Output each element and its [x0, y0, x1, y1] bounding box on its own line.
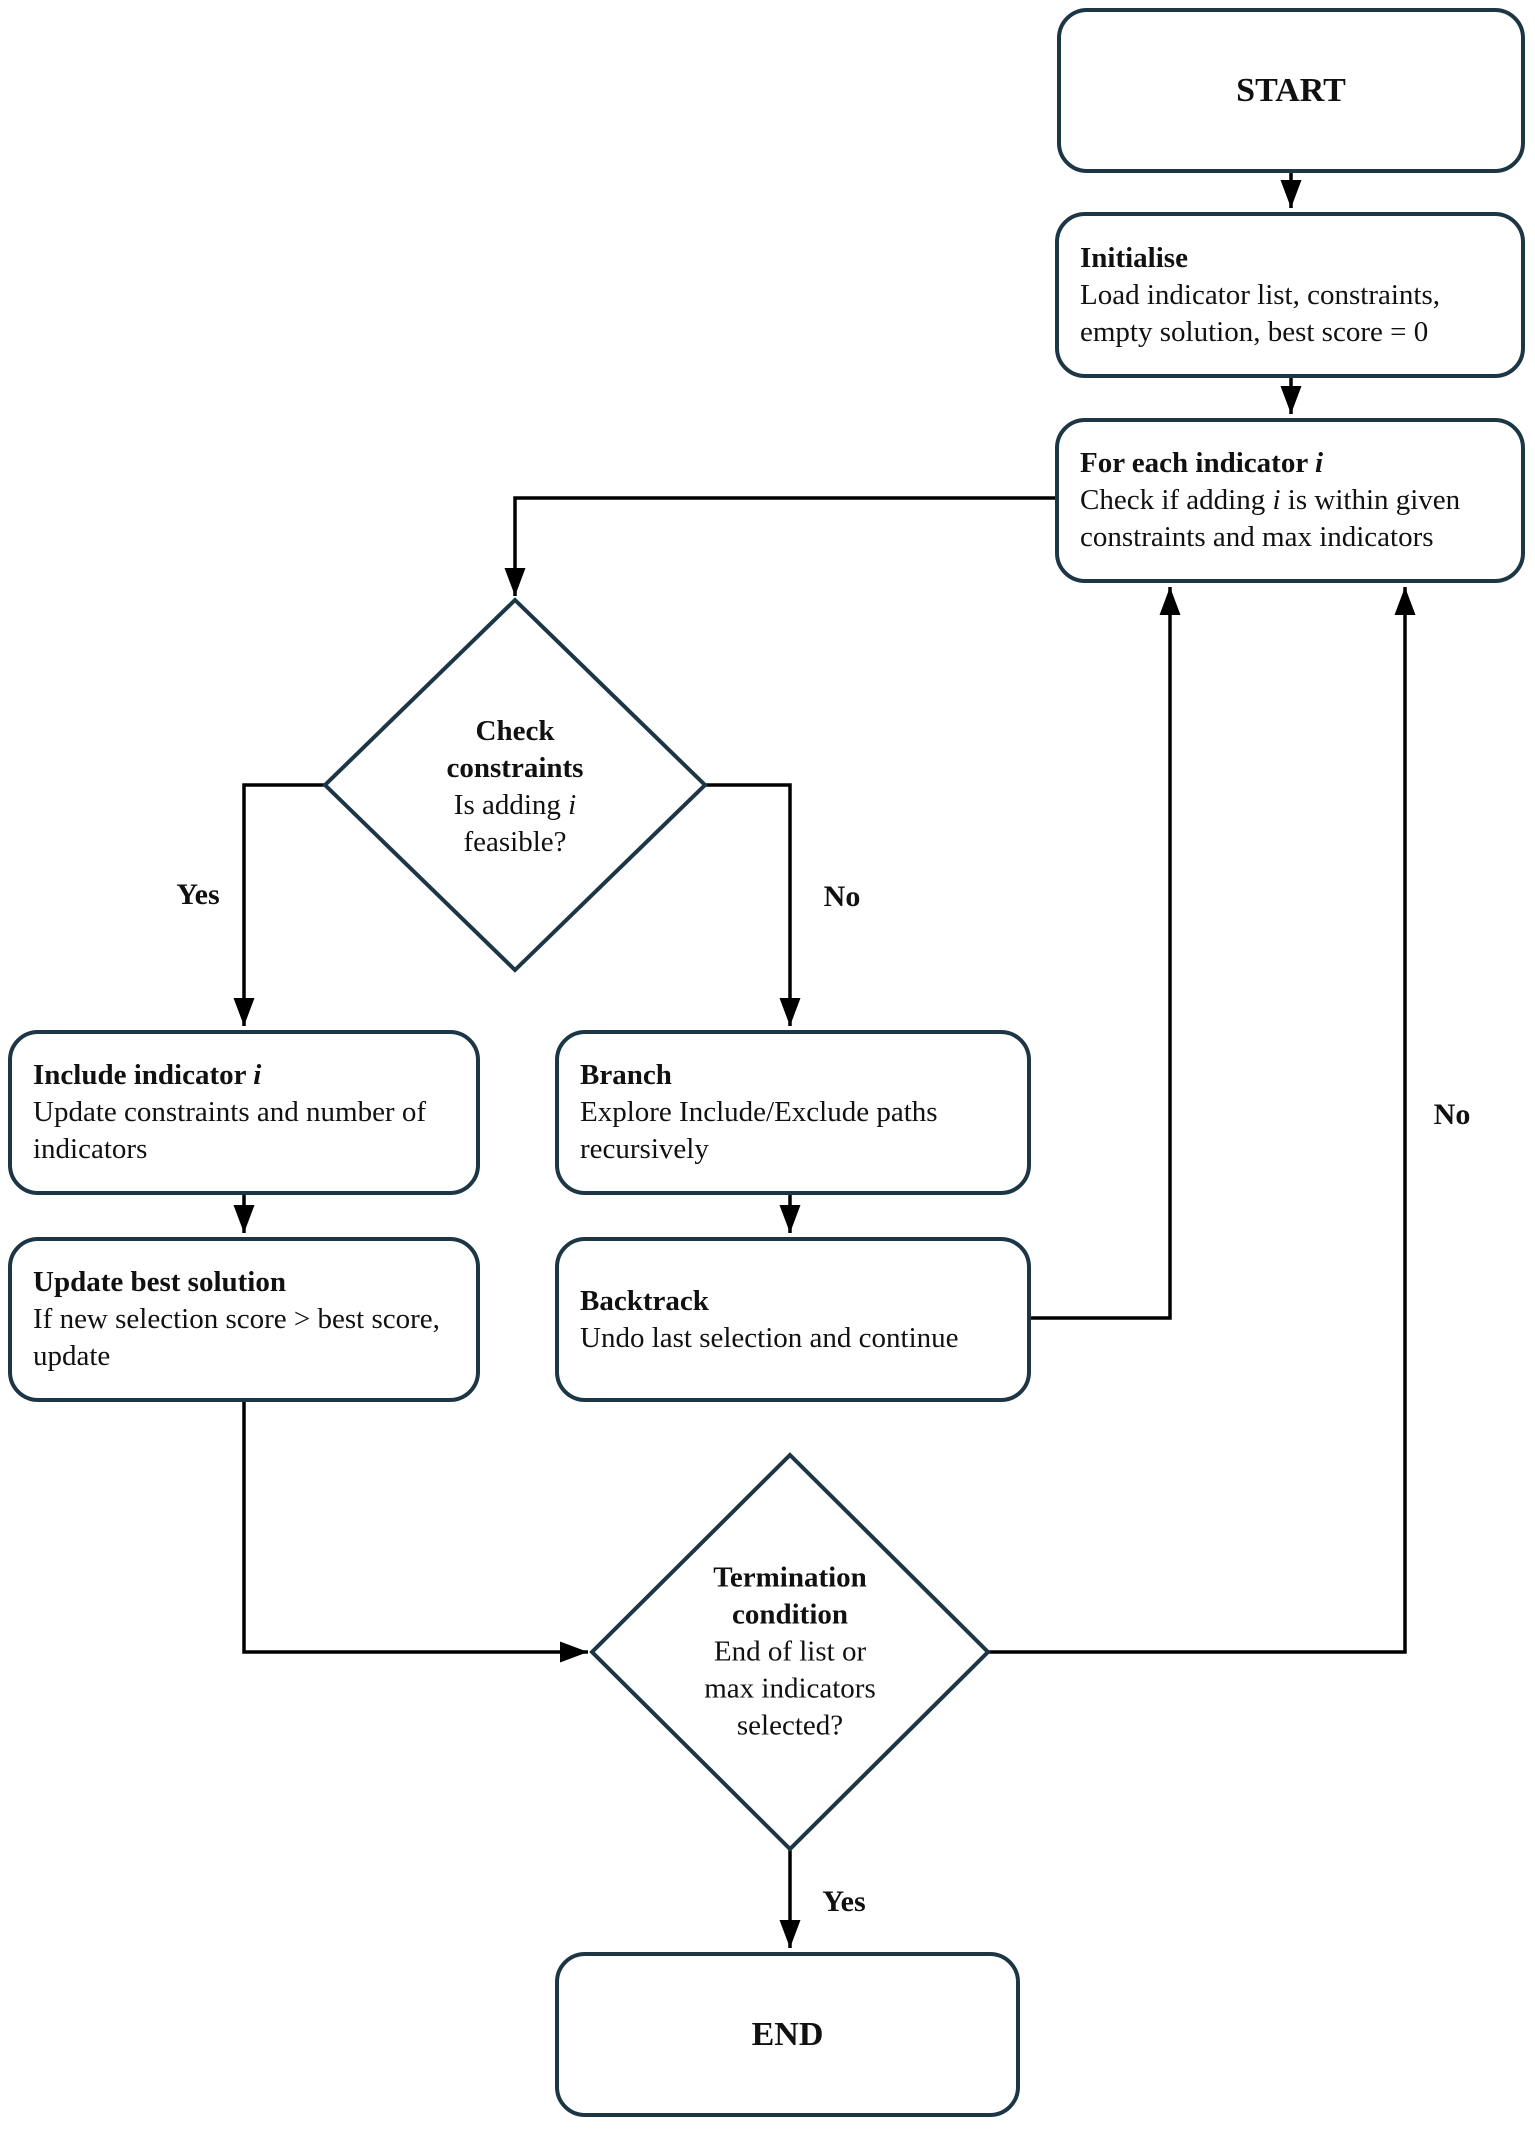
node-end: END [555, 1952, 1020, 2117]
edge-label-termination-yes: Yes [822, 1885, 866, 1918]
check-constraints-body-pre: Is adding [453, 789, 569, 821]
check-constraints-body: Is adding i feasible? [408, 787, 623, 861]
node-backtrack-body-text: Undo last selection and continue [580, 1321, 959, 1354]
node-initialise: Initialise Load indicator list, constrai… [1055, 212, 1525, 378]
termination-diamond [589, 1452, 991, 1852]
node-branch: Branch Explore Include/Exclude paths rec… [555, 1030, 1031, 1195]
node-for-each-body: Check if adding i is within given constr… [1080, 482, 1507, 556]
edge-label-termination-no: No [1433, 1098, 1471, 1131]
termination-body-text: End of list or max indicators selected? [704, 1635, 876, 1742]
node-for-each-body-var: i [1272, 484, 1281, 516]
termination-title: Termination condition [695, 1560, 885, 1634]
node-for-each-title-var: i [1314, 447, 1323, 479]
edge-label-check-no: No [823, 880, 861, 913]
node-start-label: START [1236, 72, 1346, 109]
node-for-each-title-text: For each indicator [1080, 447, 1315, 479]
check-constraints-body-post: feasible? [463, 826, 567, 858]
edge-backtrack-to-foreach [1029, 587, 1181, 1320]
termination-condition-label: Termination condition End of list or max… [695, 1560, 885, 1745]
edge-label-check-yes: Yes [176, 878, 220, 911]
node-backtrack-title: Backtrack [580, 1283, 1013, 1320]
check-constraints-label: Check constraints Is adding i feasible? [408, 713, 623, 861]
node-update-title-text: Update best solution [33, 1266, 286, 1298]
edge-update-to-termination [242, 1402, 588, 1663]
node-for-each-indicator: For each indicator i Check if adding i i… [1055, 418, 1525, 583]
check-constraints-title-text: Check constraints [446, 715, 584, 784]
termination-body: End of list or max indicators selected? [695, 1634, 885, 1745]
check-constraints-diamond [322, 597, 708, 973]
node-end-label: END [751, 2016, 824, 2053]
node-include-title: Include indicator i [33, 1057, 462, 1094]
node-start: START [1057, 8, 1525, 173]
check-constraints-body-var: i [568, 789, 577, 821]
node-for-each-title: For each indicator i [1080, 445, 1507, 482]
node-initialise-title: Initialise [1080, 240, 1507, 277]
edge-check-no-to-branch [705, 783, 801, 1026]
node-update-body-text: If new selection score > best score, upd… [33, 1303, 440, 1372]
node-include-title-var: i [253, 1059, 262, 1091]
node-initialise-title-text: Initialise [1080, 241, 1188, 274]
edge-foreach-to-check [504, 496, 1055, 596]
node-for-each-body-post: is within given constraints and max indi… [1080, 484, 1461, 553]
node-branch-title-text: Branch [580, 1059, 672, 1091]
node-backtrack: Backtrack Undo last selection and contin… [555, 1237, 1031, 1402]
termination-title-text: Termination condition [713, 1561, 867, 1631]
node-update-title: Update best solution [33, 1264, 462, 1301]
node-initialise-body: Load indicator list, constraints, empty … [1080, 277, 1507, 351]
edge-termination-no-to-foreach [988, 587, 1416, 1654]
check-constraints-title: Check constraints [408, 713, 623, 787]
node-backtrack-title-text: Backtrack [580, 1284, 709, 1317]
node-for-each-body-pre: Check if adding [1080, 484, 1273, 516]
node-initialise-body-text: Load indicator list, constraints, empty … [1080, 278, 1441, 348]
node-include-body-text: Update constraints and number of indicat… [33, 1096, 427, 1165]
node-include-title-text: Include indicator [33, 1059, 254, 1091]
node-backtrack-body: Undo last selection and continue [580, 1320, 1013, 1357]
node-branch-body: Explore Include/Exclude paths recursivel… [580, 1094, 1013, 1168]
node-update-best-solution: Update best solution If new selection sc… [8, 1237, 480, 1402]
edge-check-yes-to-include [233, 783, 325, 1026]
node-include-body: Update constraints and number of indicat… [33, 1094, 462, 1168]
node-branch-title: Branch [580, 1057, 1013, 1094]
node-include-indicator: Include indicator i Update constraints a… [8, 1030, 480, 1195]
node-branch-body-text: Explore Include/Exclude paths recursivel… [580, 1096, 938, 1165]
node-update-body: If new selection score > best score, upd… [33, 1301, 462, 1375]
